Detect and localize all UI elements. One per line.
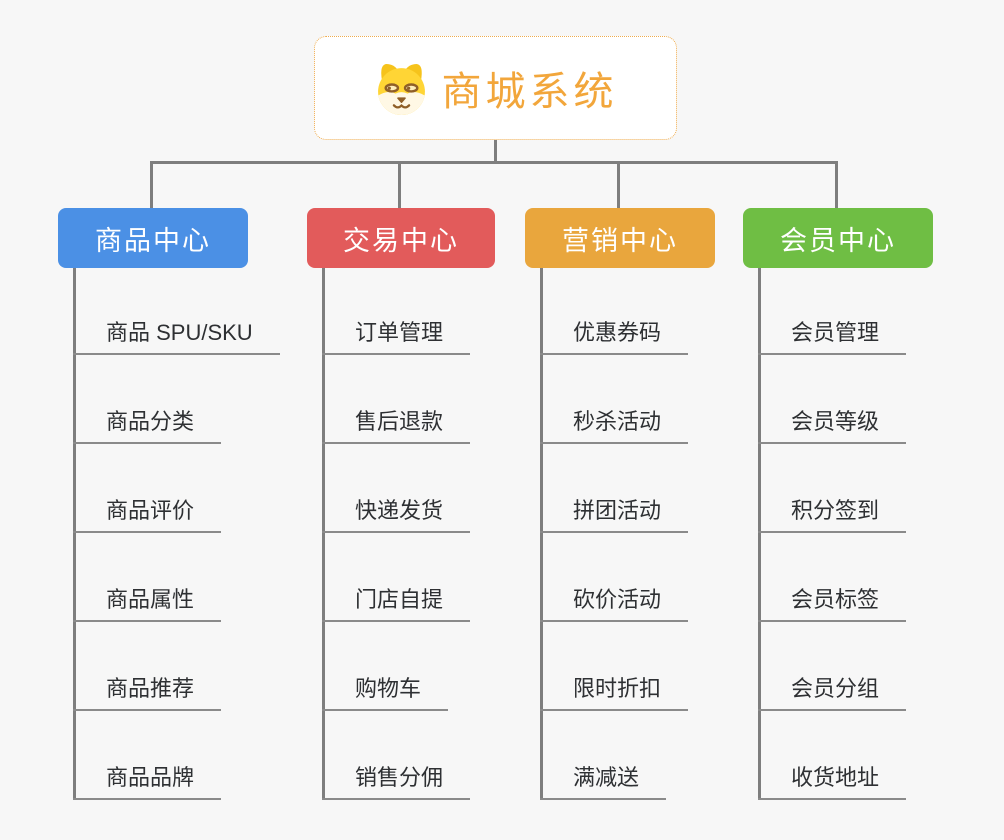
leaf-item[interactable]: 商品 SPU/SKU [73,318,280,355]
branch-node-marketing-center[interactable]: 营销中心 [525,208,715,268]
leaf-item[interactable]: 商品属性 [73,585,222,622]
branch-node-trade-center[interactable]: 交易中心 [307,208,495,268]
branch-node-product-center[interactable]: 商品中心 [58,208,248,268]
branch-node-member-center[interactable]: 会员中心 [743,208,933,268]
leaf-item[interactable]: 拼团活动 [540,496,689,533]
leaf-item[interactable]: 售后退款 [322,407,471,444]
leaf-item[interactable]: 收货地址 [758,763,907,800]
leaf-item[interactable]: 秒杀活动 [540,407,689,444]
leaf-item[interactable]: 会员分组 [758,674,907,711]
branch-children-trade-center: 订单管理 售后退款 快递发货 门店自提 购物车 销售分佣 [322,268,572,800]
root-node[interactable]: 商城系统 [314,36,677,140]
leaf-item[interactable]: 购物车 [322,674,449,711]
branch-children-marketing-center: 优惠券码 秒杀活动 拼团活动 砍价活动 限时折扣 满减送 [540,268,790,800]
leaf-item[interactable]: 砍价活动 [540,585,689,622]
leaf-item[interactable]: 满减送 [540,763,667,800]
root-title: 商城系统 [441,70,618,114]
root-stem-line [494,140,497,163]
shiba-dog-icon [377,63,425,115]
branch-drop-line [398,161,401,208]
leaf-item[interactable]: 会员标签 [758,585,907,622]
leaf-item[interactable]: 积分签到 [758,496,907,533]
leaf-item[interactable]: 商品推荐 [73,674,222,711]
branch-drop-line [150,161,153,208]
leaf-item[interactable]: 销售分佣 [322,763,471,800]
leaf-item[interactable]: 快递发货 [322,496,471,533]
leaf-item[interactable]: 商品分类 [73,407,222,444]
leaf-item[interactable]: 门店自提 [322,585,471,622]
leaf-item[interactable]: 会员管理 [758,318,907,355]
leaf-item[interactable]: 订单管理 [322,318,471,355]
leaf-item[interactable]: 优惠券码 [540,318,689,355]
leaf-item[interactable]: 限时折扣 [540,674,689,711]
branch-drop-line [835,161,838,208]
branch-connector-line [150,161,838,164]
branch-children-member-center: 会员管理 会员等级 积分签到 会员标签 会员分组 收货地址 [758,268,1004,800]
branch-children-product-center: 商品 SPU/SKU 商品分类 商品评价 商品属性 商品推荐 商品品牌 [73,268,323,800]
leaf-item[interactable]: 会员等级 [758,407,907,444]
leaf-item[interactable]: 商品评价 [73,496,222,533]
branch-drop-line [617,161,620,208]
leaf-item[interactable]: 商品品牌 [73,763,222,800]
